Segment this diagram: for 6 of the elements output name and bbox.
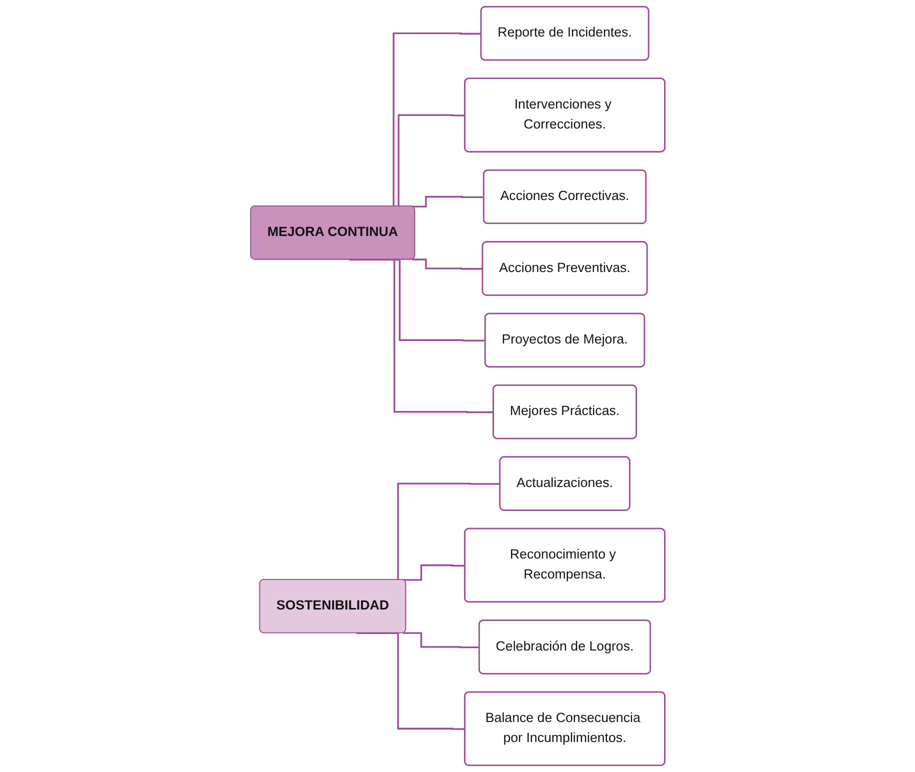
connector bbox=[412, 258, 483, 270]
connector bbox=[402, 564, 465, 581]
connector bbox=[356, 632, 465, 730]
connector bbox=[402, 632, 480, 648]
connector bbox=[348, 258, 494, 414]
connector bbox=[412, 196, 484, 208]
